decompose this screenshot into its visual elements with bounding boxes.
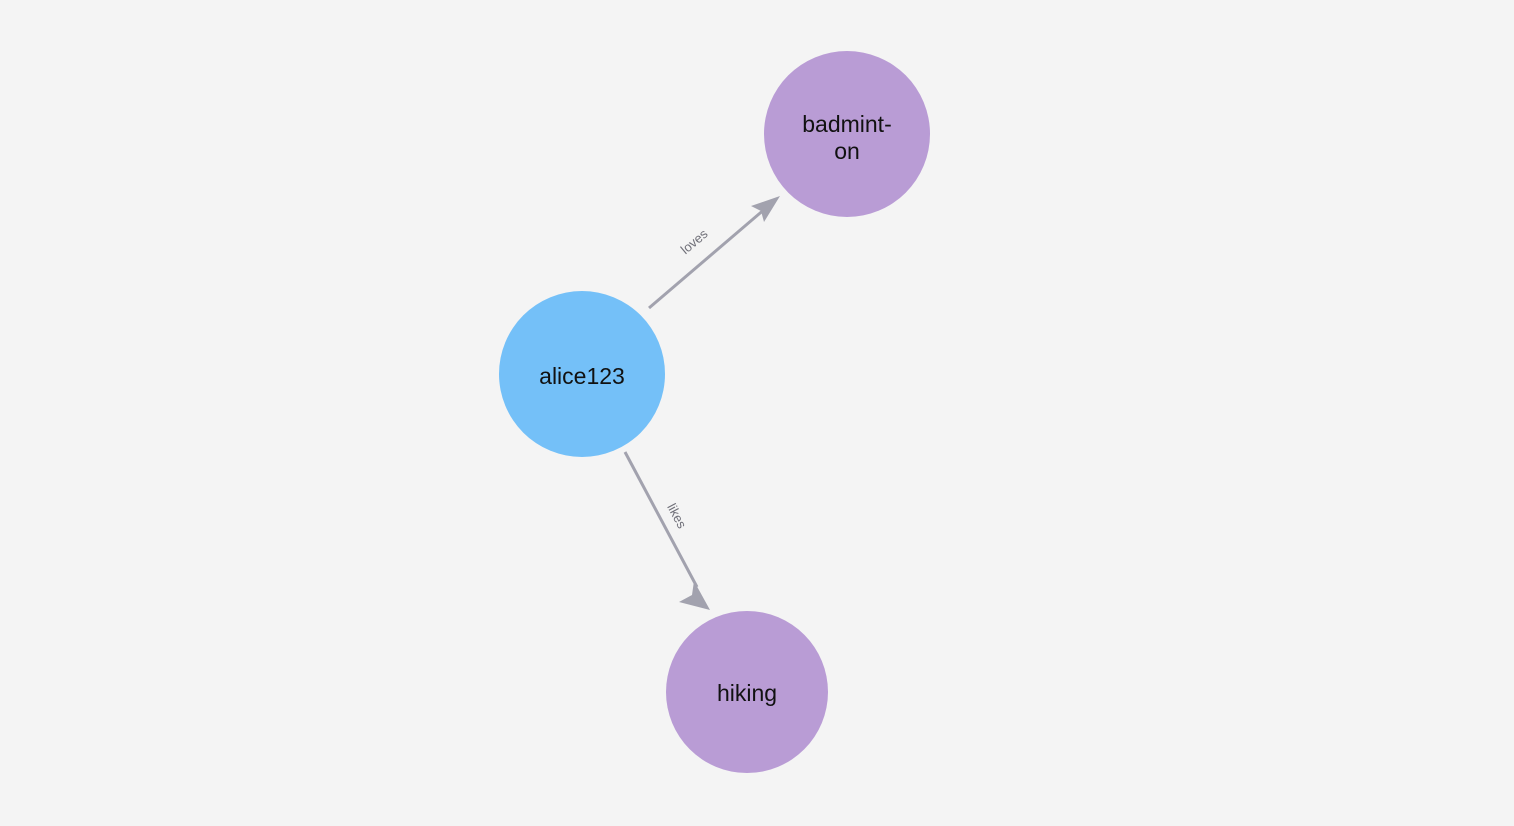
edge-line-loves[interactable] xyxy=(648,206,767,310)
arrowhead-icon-likes xyxy=(679,581,710,610)
node-hiking[interactable]: hiking xyxy=(666,611,828,773)
edge-label-loves: loves xyxy=(678,226,711,257)
edge-line-likes[interactable] xyxy=(623,451,699,588)
node-alice123[interactable]: alice123 xyxy=(499,291,665,457)
node-circle-hiking[interactable] xyxy=(666,611,828,773)
node-label-badminton-line-1: badmint- xyxy=(802,111,891,137)
edge-group-loves[interactable]: loves xyxy=(648,196,780,310)
node-label-hiking: hiking xyxy=(717,680,777,706)
node-circle-alice123[interactable] xyxy=(499,291,665,457)
arrowhead-icon-loves xyxy=(751,196,780,222)
node-circle-badminton[interactable] xyxy=(764,51,930,217)
edge-group-likes[interactable]: likes xyxy=(623,451,710,610)
node-label-alice123: alice123 xyxy=(539,363,625,389)
node-badminton[interactable]: badmint- on xyxy=(764,51,930,217)
node-label-badminton-line-2: on xyxy=(834,138,860,164)
edge-label-likes: likes xyxy=(664,501,690,531)
